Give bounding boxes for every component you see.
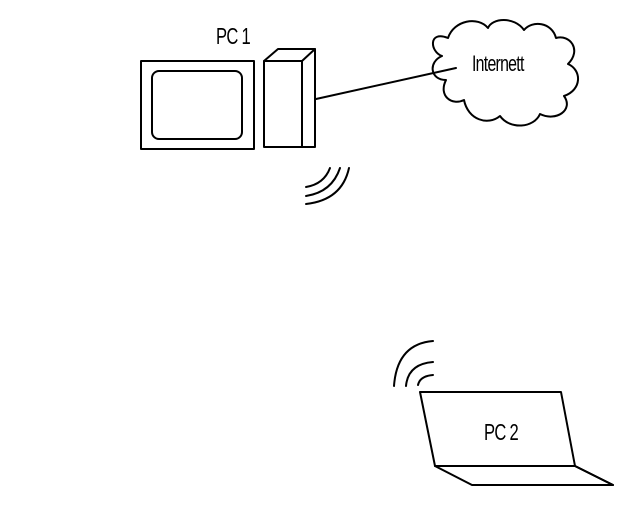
wifi-signal-icon [393, 340, 434, 387]
monitor-icon [140, 60, 255, 150]
tower-icon [263, 48, 316, 148]
wifi-signal-icon [305, 167, 350, 205]
network-cable [315, 67, 457, 100]
cloud-icon [431, 19, 579, 127]
pc1-label: PC 1 [216, 23, 251, 49]
internet-label: Internett [472, 51, 524, 76]
laptop-icon [419, 391, 614, 486]
pc2-label: PC 2 [484, 419, 519, 445]
